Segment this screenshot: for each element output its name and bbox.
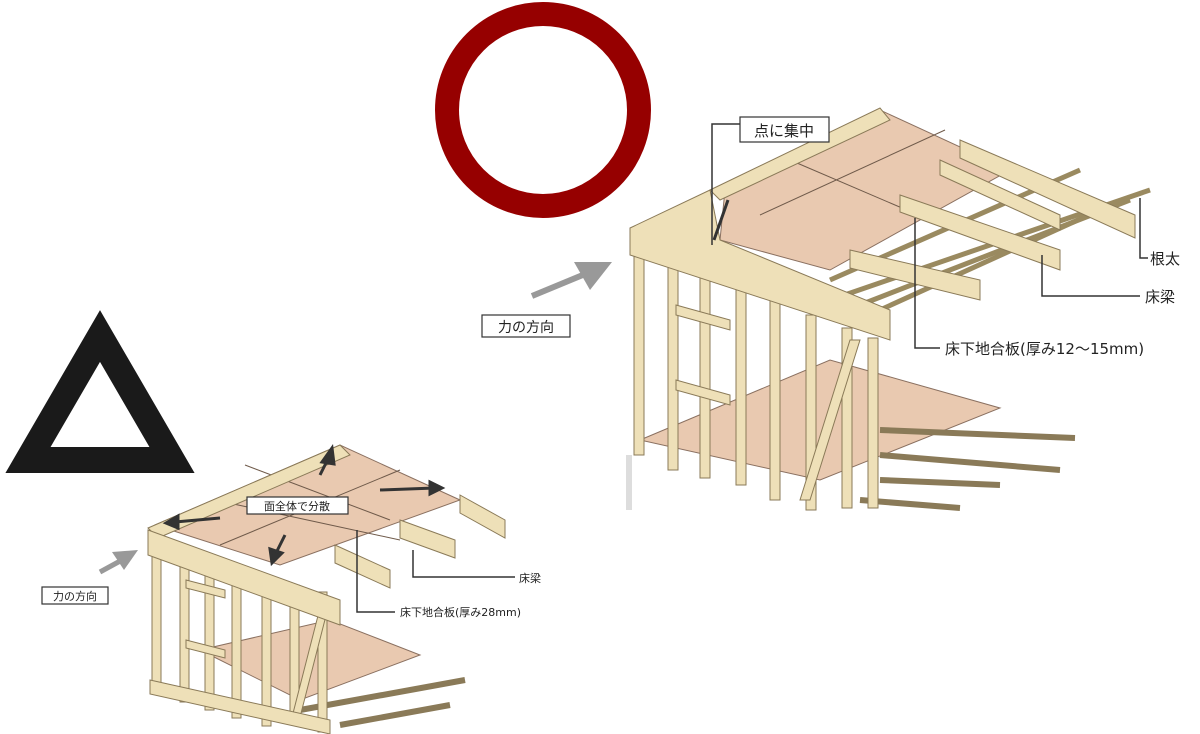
force-direction-label-right: 力の方向 xyxy=(498,320,554,336)
circle-good-mark xyxy=(435,2,651,218)
callout-distributed: 面全体で分散 xyxy=(264,499,330,513)
distribution-arrows-icon xyxy=(162,444,446,567)
label-joist: 根太 xyxy=(1150,250,1180,268)
right-frame-diagram: 点に集中 根太 床梁 床下地合板(厚み12～15mm) 力の方向 xyxy=(481,107,1180,511)
label-floor-beam-left: 床梁 xyxy=(519,571,541,585)
force-direction-label-left: 力の方向 xyxy=(53,589,97,603)
force-arrow-icon xyxy=(530,262,612,299)
left-frame-diagram: 面全体で分散 床梁 床下地合板(厚み28mm) 力の方向 xyxy=(41,444,541,734)
callout-concentrated: 点に集中 xyxy=(754,122,814,140)
label-subfloor-thin: 床下地合板(厚み12～15mm) xyxy=(945,340,1144,358)
force-arrow-icon xyxy=(98,550,138,575)
triangle-fair-mark xyxy=(5,310,195,473)
label-floor-beam: 床梁 xyxy=(1145,288,1175,306)
label-subfloor-thick: 床下地合板(厚み28mm) xyxy=(400,605,521,619)
